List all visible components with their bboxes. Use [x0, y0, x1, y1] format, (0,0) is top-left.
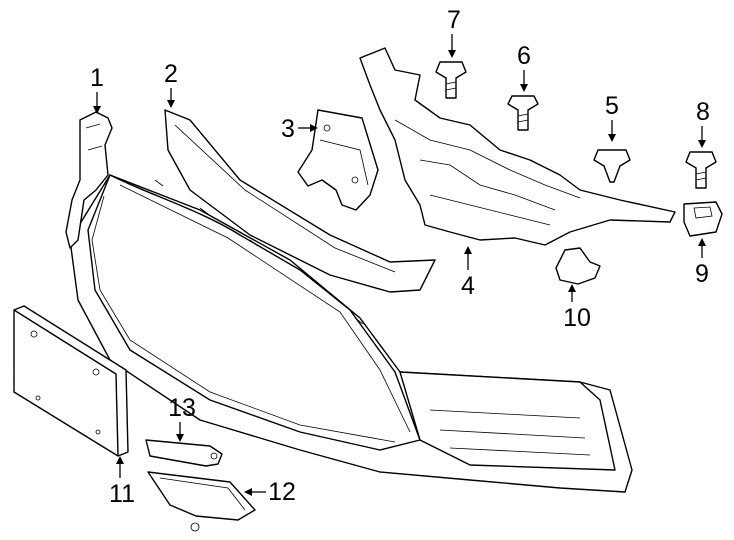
- callout-2: 2: [164, 60, 178, 88]
- part-10-clip: [555, 247, 601, 285]
- part-12-trim: [147, 471, 256, 532]
- part-7-bolt: [435, 61, 467, 99]
- callout-6: 6: [517, 42, 531, 70]
- part-3-bracket: [297, 109, 379, 211]
- callout-labels: 1 2 3 4 5 6 7 8 9 10 11 12 13: [90, 6, 710, 508]
- callout-13: 13: [168, 394, 196, 422]
- callout-10: 10: [563, 304, 591, 332]
- part-9-retainer: [683, 201, 723, 237]
- part-4-support: [359, 47, 676, 246]
- callout-7: 7: [447, 6, 461, 34]
- callout-3: 3: [281, 115, 295, 143]
- part-13-cover: [145, 439, 223, 467]
- callout-12: 12: [268, 478, 296, 506]
- part-5-push-pin: [593, 149, 631, 183]
- leader-lines: [93, 34, 706, 496]
- callout-11: 11: [109, 480, 135, 508]
- part-2-deflector: [164, 109, 436, 293]
- part-8-bolt: [685, 151, 717, 189]
- callout-8: 8: [696, 98, 710, 126]
- grille-assembly: [69, 174, 633, 493]
- callout-4: 4: [461, 272, 475, 300]
- part-1-bracket: [65, 111, 113, 249]
- part-6-bolt: [507, 95, 539, 131]
- part-11-plate-bracket: [13, 305, 129, 457]
- callout-1: 1: [90, 64, 104, 92]
- callout-5: 5: [605, 92, 619, 120]
- callout-9: 9: [695, 260, 709, 288]
